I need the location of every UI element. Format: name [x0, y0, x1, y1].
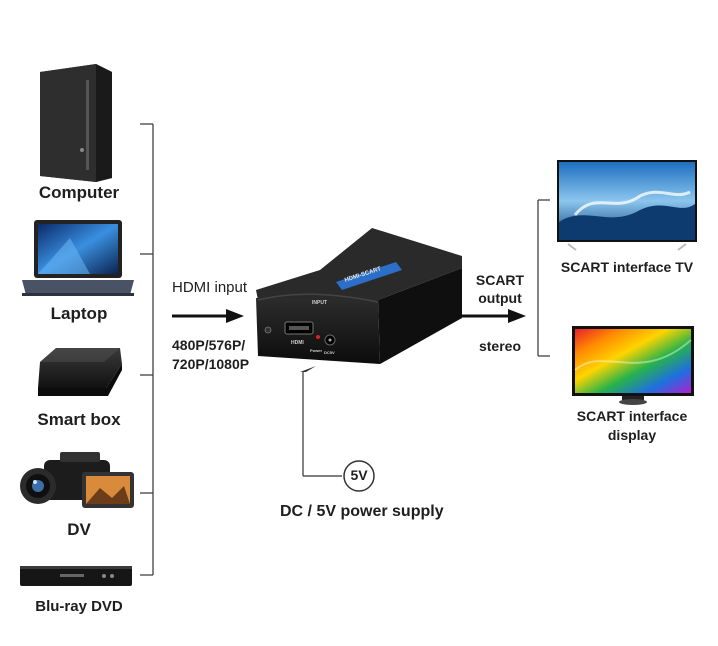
target-label-tv: SCART interface TV — [560, 259, 694, 275]
power-badge-icon — [343, 460, 375, 492]
output-arrow — [459, 309, 526, 323]
smart-box-icon — [38, 348, 122, 396]
device-dc-label: DC5V — [324, 350, 335, 355]
computer-tower-icon — [40, 64, 112, 182]
input-resolutions-line2: 720P/1080P — [172, 356, 250, 372]
source-label-dv: DV — [67, 520, 91, 539]
target-bracket — [537, 199, 550, 357]
device-input-label: INPUT — [312, 300, 327, 306]
source-label-bluray: Blu-ray DVD — [35, 598, 123, 615]
power-badge-label: 5V — [350, 467, 368, 483]
target-label-display-line1: SCART interface — [576, 408, 688, 424]
source-bracket — [140, 123, 154, 576]
camcorder-icon — [20, 452, 134, 508]
monitor-icon — [572, 326, 694, 405]
laptop-icon — [22, 220, 134, 296]
target-label-display-line2: display — [607, 427, 657, 443]
power-supply-label: DC / 5V power supply — [280, 503, 444, 520]
bluray-player-icon — [20, 566, 132, 586]
input-title: HDMI input — [172, 279, 248, 296]
device-hdmi-label: HDMI — [291, 340, 304, 346]
source-label-computer: Computer — [38, 183, 120, 202]
source-label-smartbox: Smart box — [37, 410, 121, 429]
output-stereo: stereo — [478, 338, 522, 354]
tv-icon — [557, 160, 697, 251]
output-title-line2: output — [478, 290, 522, 306]
input-arrow — [172, 309, 244, 323]
output-title-line1: SCART — [475, 272, 525, 288]
converter-device-icon — [256, 228, 462, 364]
source-label-laptop: Laptop — [50, 304, 108, 323]
input-resolutions-line1: 480P/576P/ — [172, 337, 246, 353]
device-power-label: Power — [310, 348, 323, 353]
power-callout-line — [300, 366, 342, 477]
